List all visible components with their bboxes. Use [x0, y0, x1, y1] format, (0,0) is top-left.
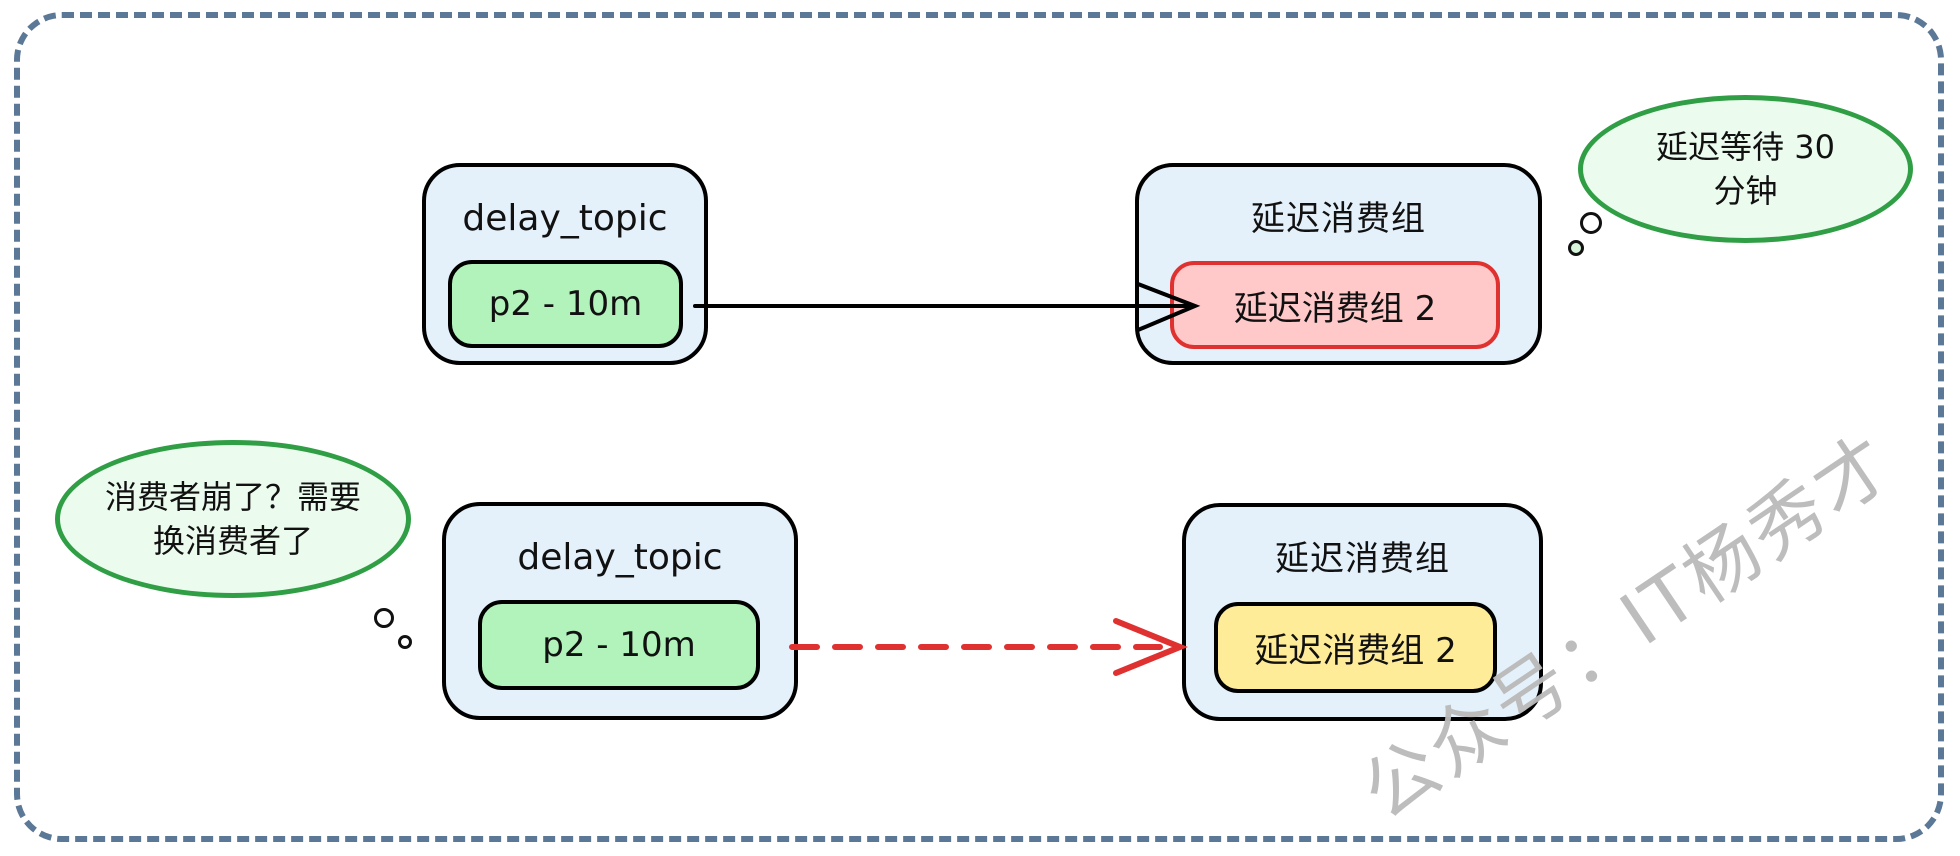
top-consumer-member-box: 延迟消费组 2 — [1170, 261, 1500, 349]
delay-wait-note-line2: 分钟 — [1713, 172, 1778, 210]
dashed-frame-border — [14, 12, 1944, 842]
bottom-partition-box: p2 - 10m — [478, 600, 760, 690]
top-consumer-group-title: 延迟消费组 — [1251, 199, 1426, 239]
top-partition-label: p2 - 10m — [488, 284, 643, 324]
consumer-crashed-note-bubble: 消费者崩了？需要 换消费者了 — [55, 440, 411, 598]
top-consumer-member-label: 延迟消费组 2 — [1233, 288, 1437, 329]
thought-dot-small-top — [1568, 240, 1584, 256]
bottom-partition-label: p2 - 10m — [542, 625, 696, 665]
top-partition-box: p2 - 10m — [448, 260, 683, 348]
bottom-delay-topic-title: delay_topic — [517, 537, 723, 578]
bottom-consumer-group-title: 延迟消费组 — [1275, 539, 1450, 579]
delay-wait-note-line1: 延迟等待 30 — [1656, 128, 1835, 166]
thought-dot-small-bottom — [398, 635, 412, 649]
bottom-consumer-member-box: 延迟消费组 2 — [1214, 602, 1497, 693]
bottom-consumer-member-label: 延迟消费组 2 — [1254, 631, 1457, 671]
delay-wait-note-bubble: 延迟等待 30 分钟 — [1578, 95, 1913, 243]
thought-dot-large-top — [1580, 212, 1602, 234]
consumer-crashed-note-line2: 换消费者了 — [152, 522, 313, 560]
consumer-crashed-note-line1: 消费者崩了？需要 — [104, 478, 361, 516]
thought-dot-large-bottom — [374, 608, 394, 628]
top-delay-topic-title: delay_topic — [462, 198, 668, 239]
